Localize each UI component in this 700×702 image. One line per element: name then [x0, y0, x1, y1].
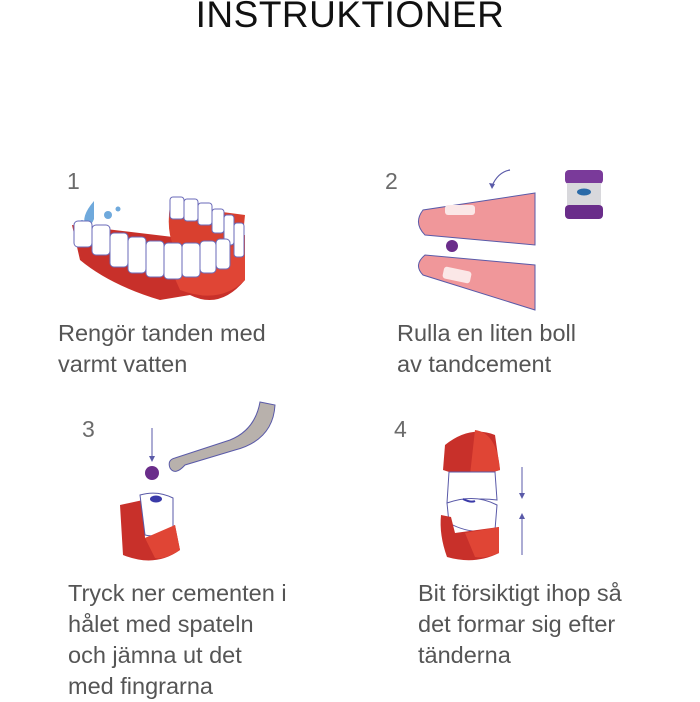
bite-together-illustration: [440, 430, 525, 561]
step-1-number: 1: [67, 168, 80, 194]
step-2-caption-line: Rulla en liten boll: [397, 320, 576, 346]
step-3-caption-line: med fingrarna: [68, 673, 213, 699]
cement-ball: [446, 240, 458, 252]
fingers-rolling-cement-illustration: [418, 169, 603, 311]
step-4-caption-line: det formar sig efter: [418, 611, 616, 637]
step-2-number: 2: [385, 168, 398, 194]
step-1-caption: Rengör tanden med varmt vatten: [58, 318, 348, 380]
step-2-caption-line: av tandcement: [397, 351, 552, 377]
denture-rinse-illustration: [72, 196, 245, 300]
spatula-press-cement-illustration: [120, 401, 276, 561]
step-3-caption-line: och jämna ut det: [68, 642, 242, 668]
step-3-number: 3: [82, 416, 95, 442]
step-1-caption-line: Rengör tanden med: [58, 320, 266, 346]
step-4-caption: Bit försiktigt ihop så det formar sig ef…: [418, 578, 700, 671]
page-title: INSTRUKTIONER: [195, 0, 505, 35]
step-4-caption-line: Bit försiktigt ihop så: [418, 580, 622, 606]
step-2-caption: Rulla en liten boll av tandcement: [397, 318, 687, 380]
spatula: [168, 401, 276, 472]
cement-ball: [145, 466, 159, 480]
curved-arrow-icon: [491, 169, 511, 187]
step-1-caption-line: varmt vatten: [58, 351, 188, 377]
step-4-caption-line: tänderna: [418, 642, 511, 668]
step-3-caption-line: hålet med spateln: [68, 611, 254, 637]
cement-jar-icon: [565, 170, 603, 219]
step-4-number: 4: [394, 416, 407, 442]
step-3-caption: Tryck ner cementen i hålet med spateln o…: [68, 578, 358, 702]
step-3-caption-line: Tryck ner cementen i: [68, 580, 287, 606]
